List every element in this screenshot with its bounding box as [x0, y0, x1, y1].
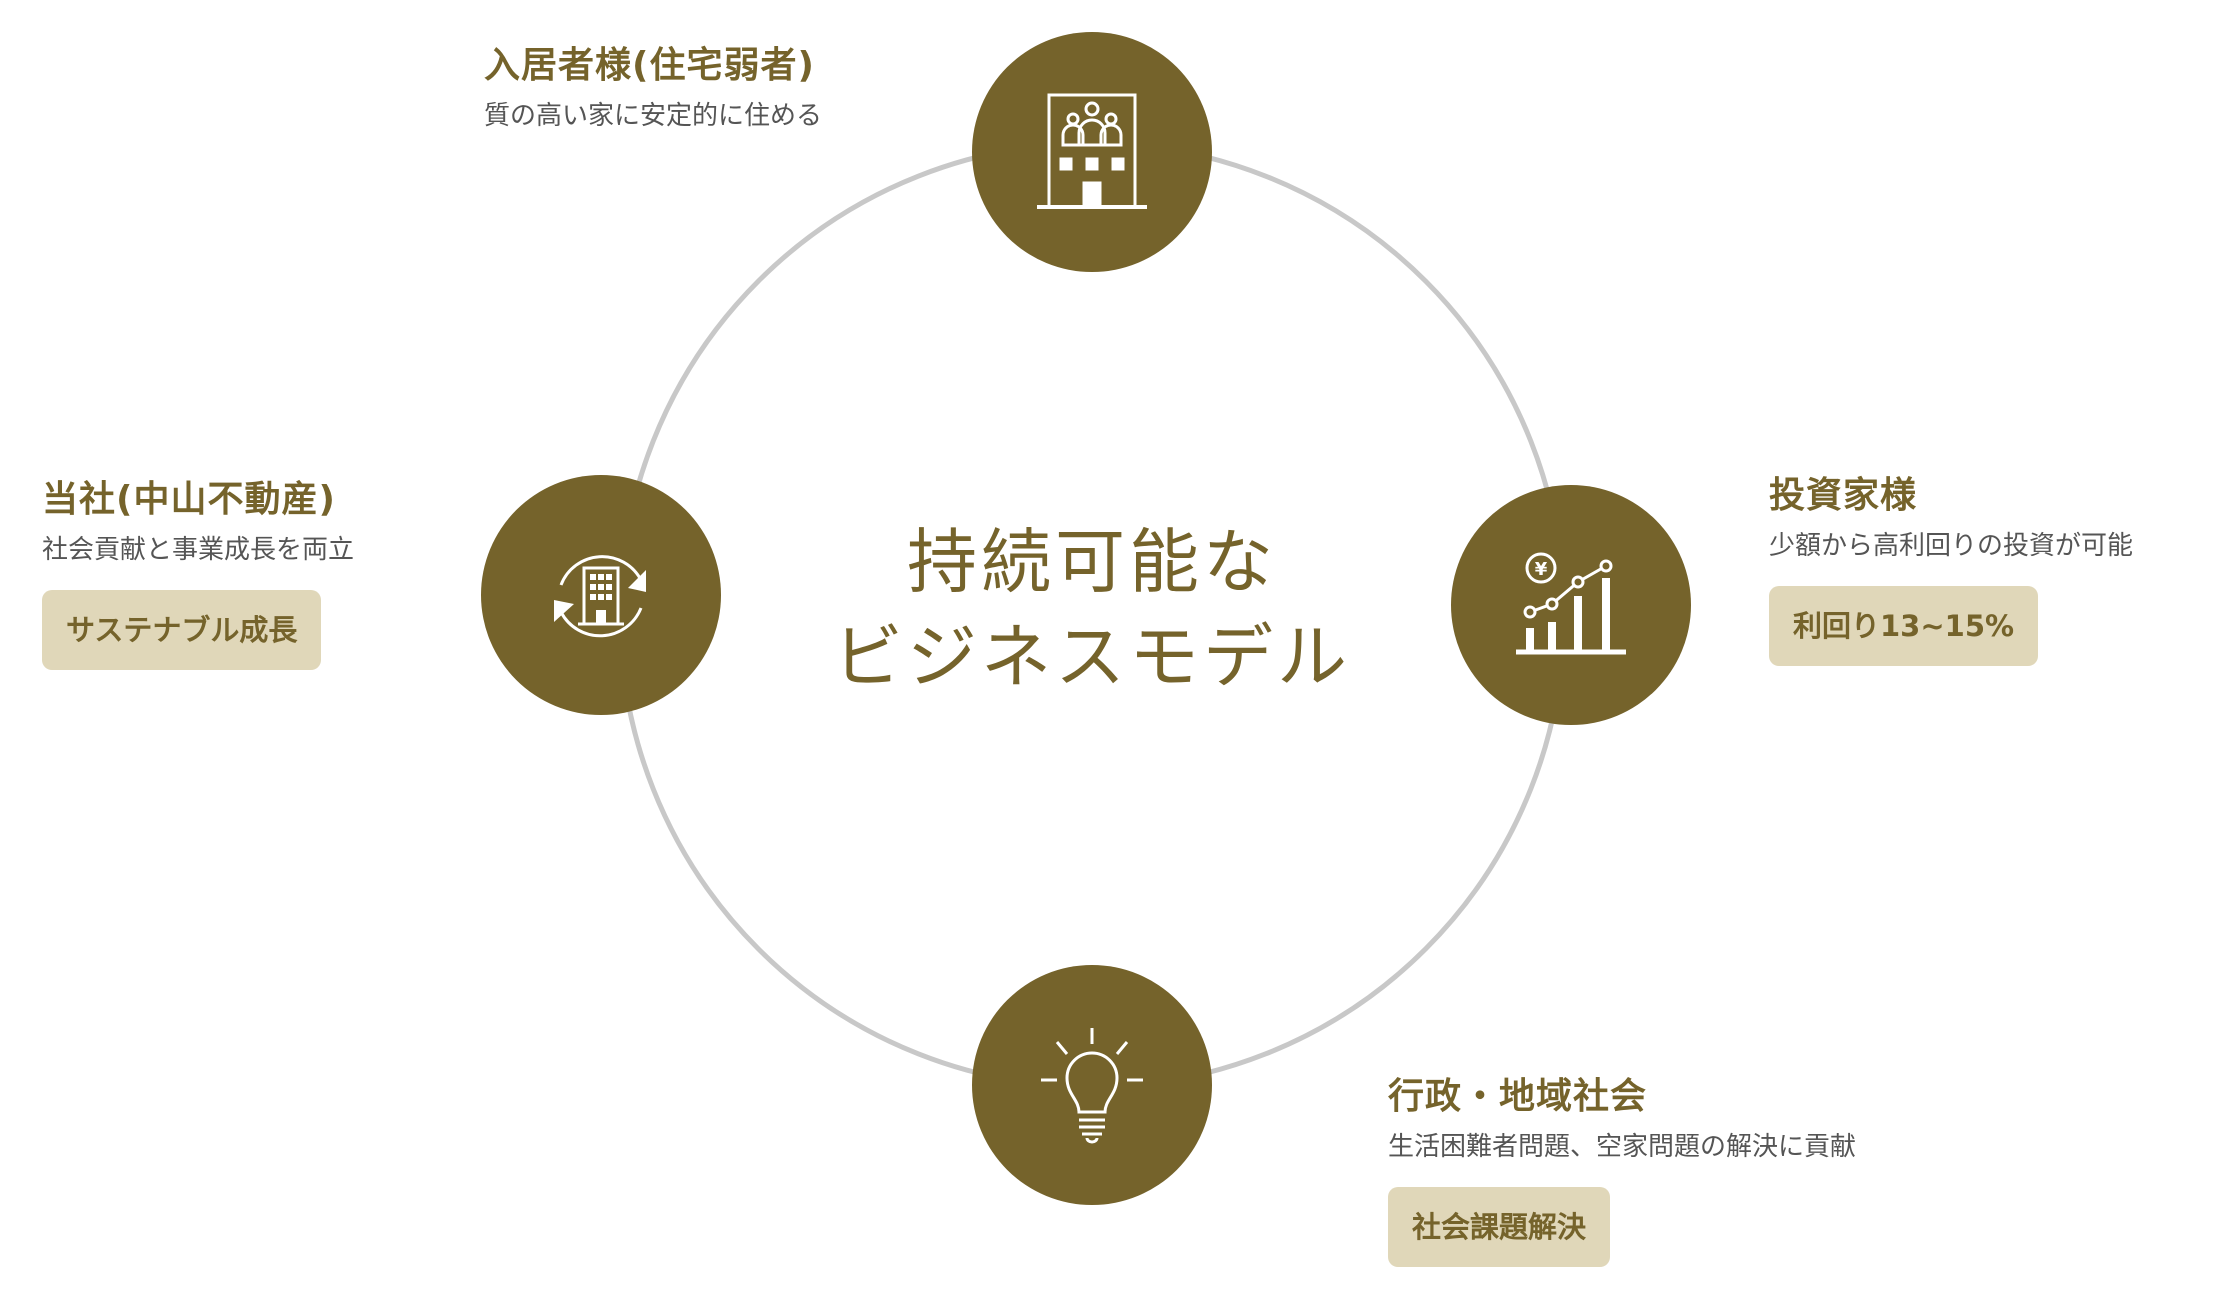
residents-node: [972, 32, 1212, 272]
company-subtitle: 社会貢献と事業成長を両立: [42, 535, 355, 565]
building-cycle-icon: [554, 555, 646, 638]
community-node: [972, 965, 1212, 1205]
svg-text:¥: ¥: [1535, 559, 1548, 580]
residents-label: 入居者様(住宅弱者) 質の高い家に安定的に住める: [484, 44, 822, 134]
investors-title: 投資家様: [1769, 475, 1918, 516]
community-subtitle: 生活困難者問題、空家問題の解決に貢献: [1388, 1132, 1857, 1162]
investors-badge: 利回り13~15%: [1769, 586, 2039, 666]
company-node: [481, 475, 721, 715]
lightbulb-icon: [1041, 1028, 1143, 1144]
residents-title: 入居者様(住宅弱者): [484, 45, 815, 86]
residents-subtitle: 質の高い家に安定的に住める: [484, 101, 823, 131]
community-label: 行政・地域社会 生活困難者問題、空家問題の解決に貢献 社会課題解決: [1388, 1075, 1856, 1267]
yen-chart-icon: ¥: [1516, 552, 1626, 655]
community-badge: 社会課題解決: [1388, 1187, 1611, 1267]
investors-label: 投資家様 少額から高利回りの投資が可能 利回り13~15%: [1769, 474, 2133, 666]
center-title-line1: 持続可能な: [907, 521, 1277, 603]
company-title: 当社(中山不動産): [42, 479, 336, 520]
investors-node: ¥: [1451, 485, 1691, 725]
center-title: 持続可能な ビジネスモデル: [792, 515, 1392, 705]
investors-subtitle: 少額から高利回りの投資が可能: [1769, 531, 2134, 561]
company-label: 当社(中山不動産) 社会貢献と事業成長を両立 サステナブル成長: [42, 478, 354, 670]
company-badge: サステナブル成長: [42, 590, 322, 670]
building-people-icon: [1037, 93, 1147, 209]
center-title-line2: ビジネスモデル: [833, 616, 1351, 698]
community-title: 行政・地域社会: [1388, 1076, 1648, 1117]
